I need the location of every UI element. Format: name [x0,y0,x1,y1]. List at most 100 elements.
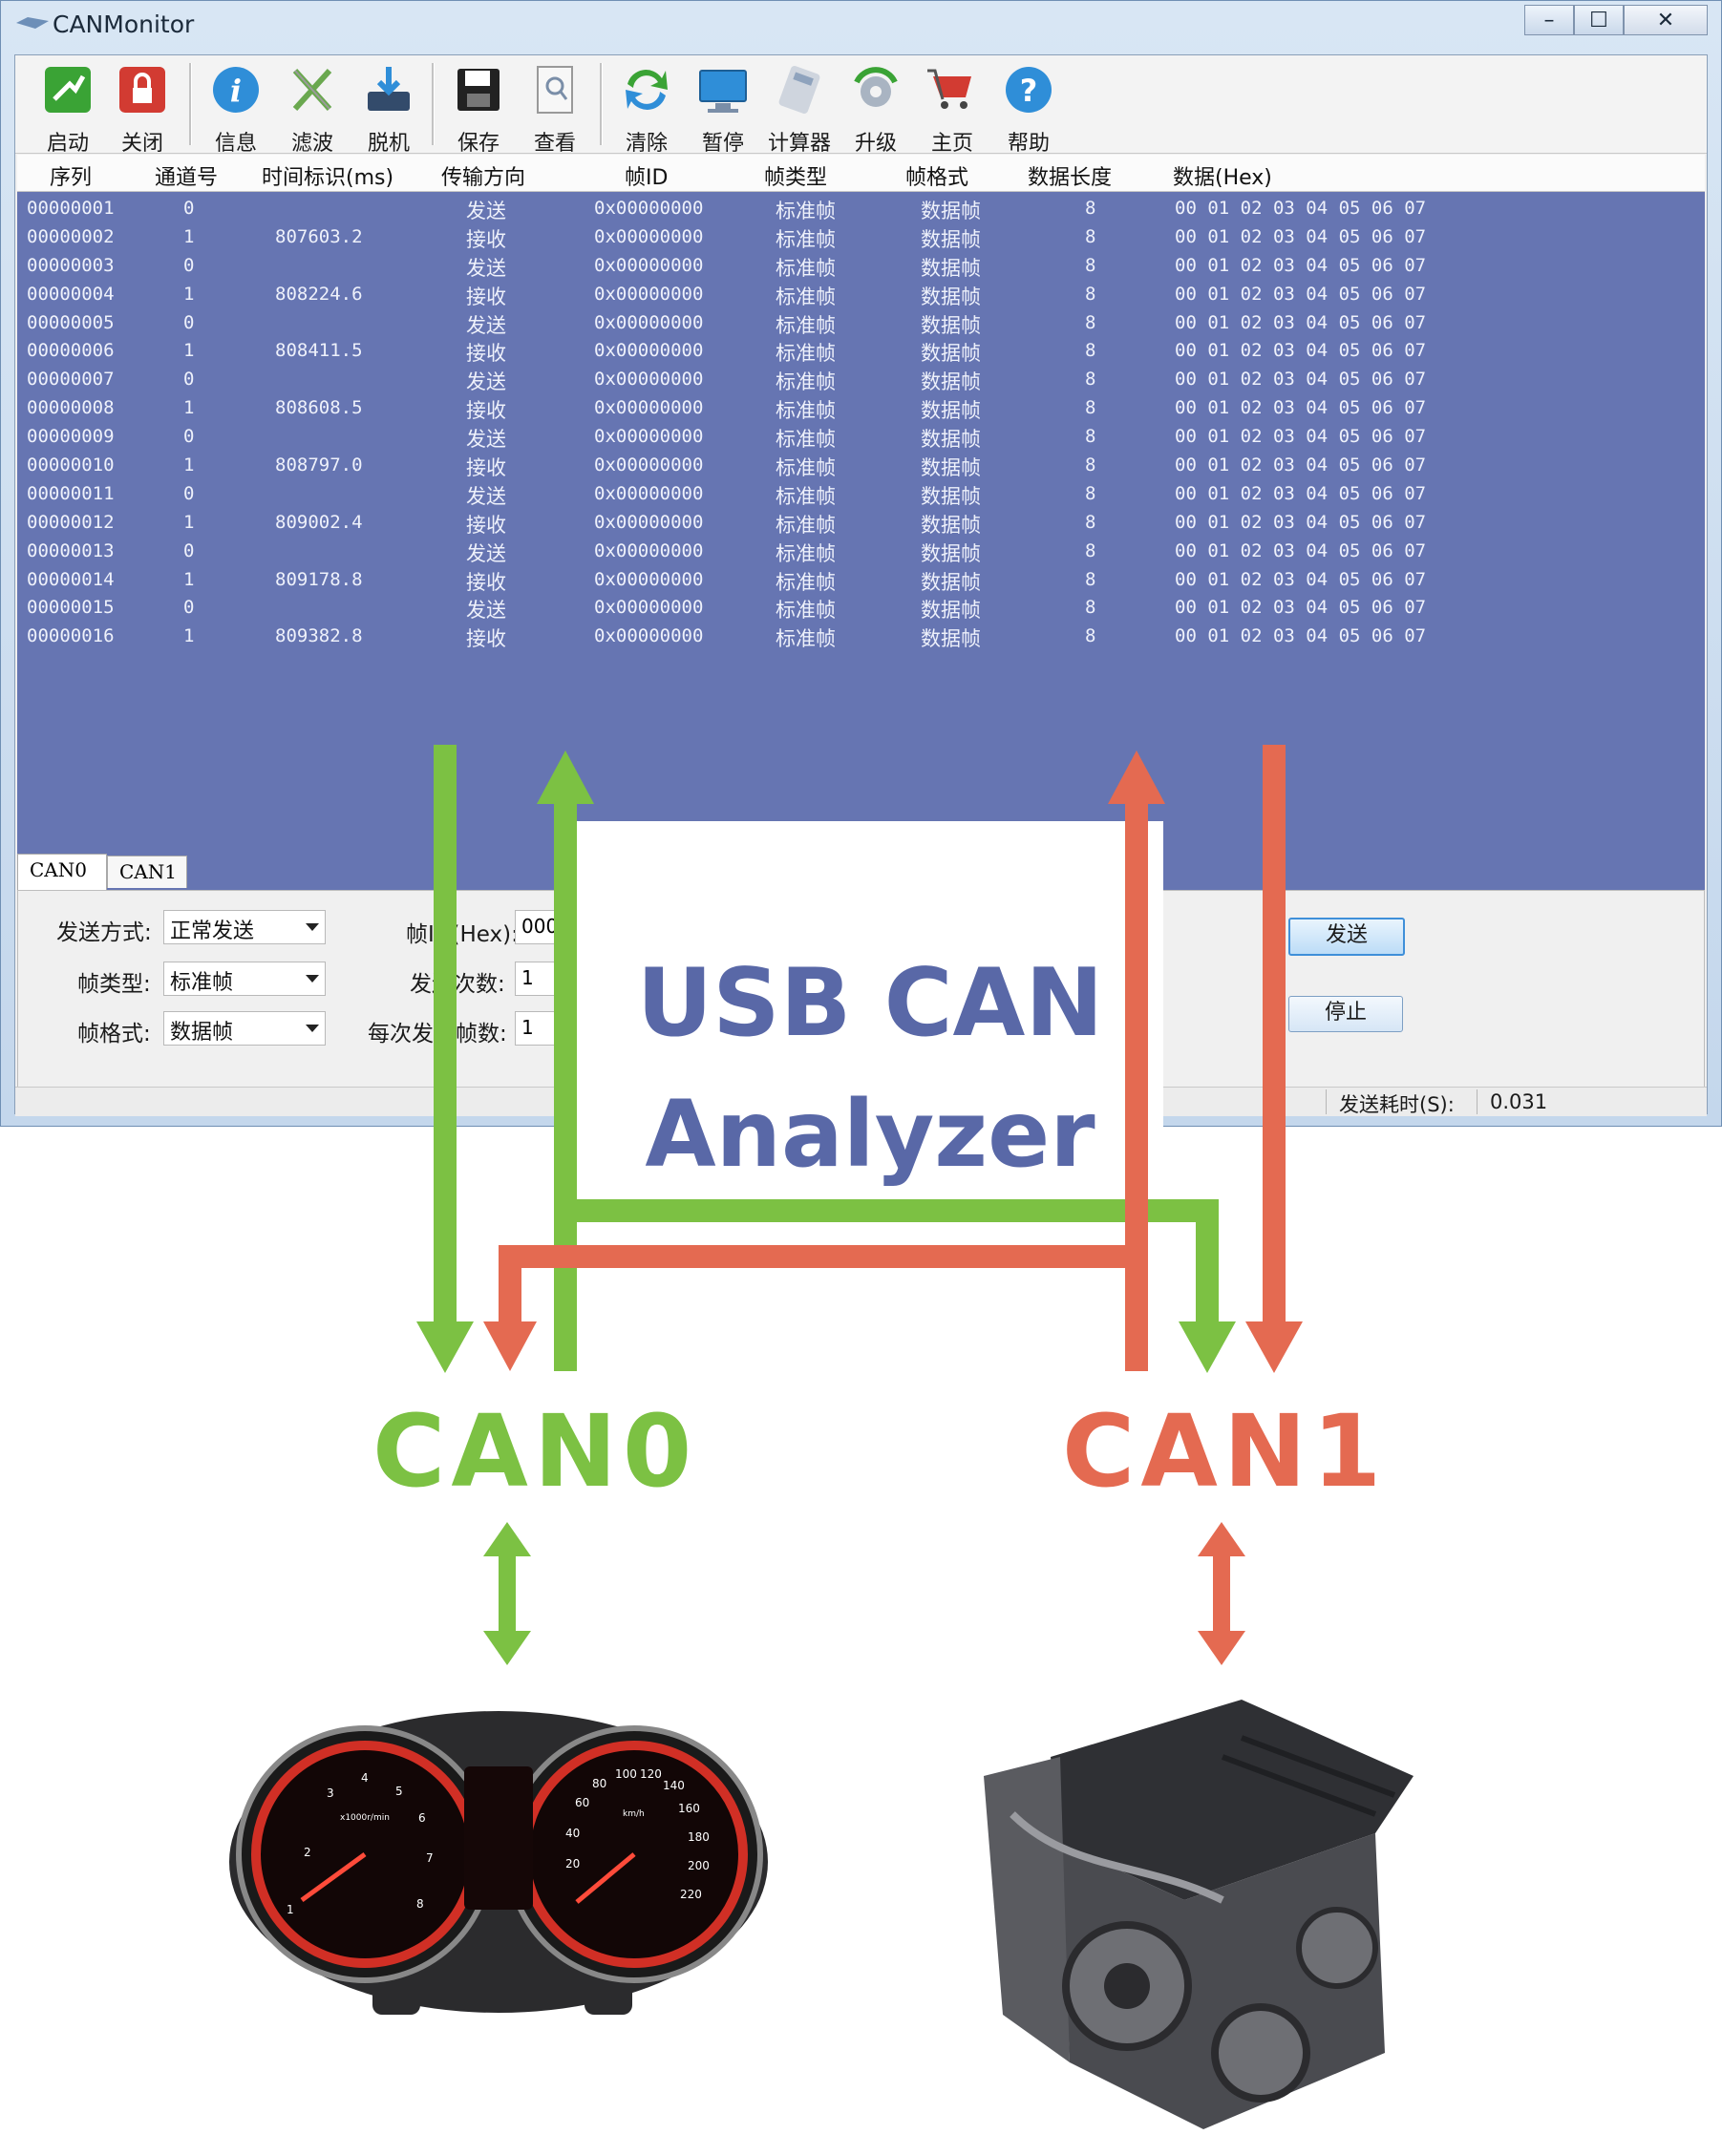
toolbar-upgrade-button[interactable]: 升级 [839,61,913,156]
calculator-icon [778,65,820,115]
toolbar-label: 计算器 [767,132,831,156]
filter-icon [292,68,332,112]
table-cell: 00 01 02 03 04 05 06 07 [1175,568,1427,590]
table-cell: 0 [183,539,195,561]
grid-header: 序列 通道号 时间标识(ms) 传输方向 帧ID 帧类型 帧格式 数据长度 数据… [17,155,1705,192]
toolbar-filter-button[interactable]: 滤波 [275,61,350,156]
table-cell: 00 01 02 03 04 05 06 07 [1175,482,1427,504]
column-header-frame-format[interactable]: 帧格式 [905,166,969,190]
table-cell: 00 01 02 03 04 05 06 07 [1175,426,1427,448]
toolbar-homepage-button[interactable]: 主页 [915,61,989,156]
table-cell: 8 [1085,482,1096,504]
can1-to-can0-route [483,1245,1137,1371]
toolbar-help-button[interactable]: ? 帮助 [991,61,1066,156]
status-separator [1326,1089,1327,1114]
table-cell: 0x00000000 [594,568,704,590]
table-cell: 数据帧 [921,599,981,623]
send-time-value: 0.031 [1490,1090,1548,1113]
toolbar-clear-button[interactable]: 清除 [609,61,684,156]
table-cell: 00 01 02 03 04 05 06 07 [1175,597,1427,619]
svg-text:6: 6 [418,1811,426,1825]
title-bar[interactable]: CANMonitor – ☐ ✕ [1,1,1721,49]
toolbar-label: 关闭 [120,132,163,156]
table-cell: 0x00000000 [594,369,704,391]
toolbar-view-button[interactable]: 查看 [518,61,592,156]
tab-can0[interactable]: CAN0 [17,854,107,890]
table-cell: 标准帧 [776,570,836,594]
toolbar-label: 脱机 [367,132,410,156]
toolbar-label: 查看 [533,132,576,156]
frame-type-select[interactable]: 标准帧 [163,962,326,996]
send-button[interactable]: 发送 [1288,918,1405,956]
minimize-button[interactable]: – [1524,5,1574,35]
svg-text:2: 2 [304,1846,311,1859]
stop-button[interactable]: 停止 [1288,996,1403,1032]
toolbar-label: 清除 [625,132,668,156]
table-cell: 接收 [466,627,506,651]
column-header-data-hex[interactable]: 数据(Hex) [1173,166,1272,190]
toolbar-calculator-button[interactable]: 计算器 [762,61,837,156]
message-grid[interactable]: 序列 通道号 时间标识(ms) 传输方向 帧ID 帧类型 帧格式 数据长度 数据… [17,155,1705,899]
close-window-button[interactable]: ✕ [1624,5,1708,35]
toolbar-start-button[interactable]: 启动 [31,61,105,156]
frame-format-select[interactable]: 数据帧 [163,1011,326,1046]
table-cell: 00000012 [27,511,115,533]
table-cell: 8 [1085,254,1096,276]
table-cell: 标准帧 [776,541,836,565]
column-header-frame-type[interactable]: 帧类型 [764,166,828,190]
send-mode-select[interactable]: 正常发送 [163,910,326,944]
column-header-timestamp[interactable]: 时间标识(ms) [262,166,394,190]
column-header-data-length[interactable]: 数据长度 [1028,166,1113,190]
table-cell: 发送 [466,313,506,337]
tachometer-scale: 1 2 3 4 5 6 7 8 x1000r/min [287,1771,434,1916]
toolbar-close-button[interactable]: 关闭 [105,61,180,156]
table-cell: 8 [1085,426,1096,448]
column-header-index[interactable]: 序列 [50,166,93,190]
tab-can1[interactable]: CAN1 [107,856,187,888]
table-cell: 808797.0 [275,454,363,476]
toolbar-save-button[interactable]: 保存 [441,61,516,156]
svg-text:20: 20 [565,1857,580,1871]
speedometer-scale: 20 40 60 80 100 120 140 160 180 200 220 … [565,1767,710,1901]
table-cell: 807603.2 [275,225,363,247]
table-cell: 发送 [466,256,506,280]
table-cell: 发送 [466,599,506,623]
table-cell: 0 [183,597,195,619]
column-header-direction[interactable]: 传输方向 [441,166,526,190]
status-separator [1477,1089,1478,1114]
svg-text:140: 140 [663,1779,685,1792]
toolbar-pause-button[interactable]: 暂停 [686,61,760,156]
table-cell: 0x00000000 [594,254,704,276]
table-cell: 00 01 02 03 04 05 06 07 [1175,340,1427,362]
toolbar-info-button[interactable]: i 信息 [199,61,273,156]
toolbar-separator [432,63,435,145]
maximize-button[interactable]: ☐ [1574,5,1624,35]
column-header-channel[interactable]: 通道号 [155,166,219,190]
window-title: CANMonitor [53,11,195,38]
table-cell: 8 [1085,454,1096,476]
table-cell: 00000005 [27,311,115,333]
toolbar-label: 启动 [46,132,89,156]
toolbar-offline-button[interactable]: 脱机 [351,61,426,156]
table-cell: 8 [1085,568,1096,590]
clear-icon [626,70,668,110]
table-cell: 发送 [466,200,506,222]
column-header-frame-id[interactable]: 帧ID [625,166,669,190]
table-cell: 1 [183,454,195,476]
